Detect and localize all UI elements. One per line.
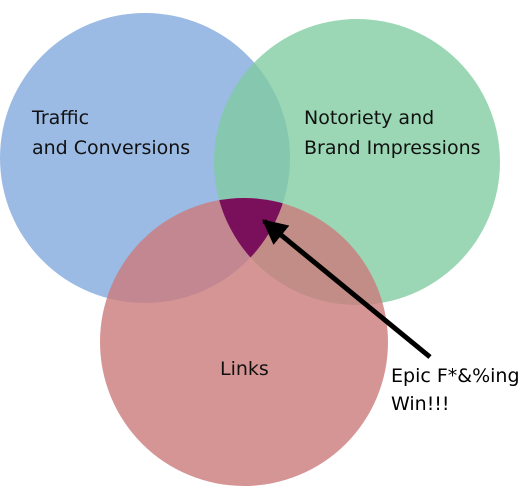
callout-arrow [262,219,432,359]
links-label: Links [220,358,269,380]
notoriety-label-line-1: Notoriety and [304,107,434,129]
traffic-label: Traffic and Conversions [31,107,190,159]
links-label-line-1: Links [220,358,269,380]
links-circle [100,198,388,486]
traffic-label-line-1: Traffic [31,107,89,129]
traffic-label-line-2: and Conversions [32,137,190,159]
notoriety-label-line-2: Brand Impressions [304,137,481,159]
callout-label-line-1: Epic F*&%ing [391,365,520,387]
notoriety-label: Notoriety and Brand Impressions [304,107,481,159]
callout-label-line-2: Win!!! [391,393,450,415]
callout-label: Epic F*&%ing Win!!! [391,365,526,415]
